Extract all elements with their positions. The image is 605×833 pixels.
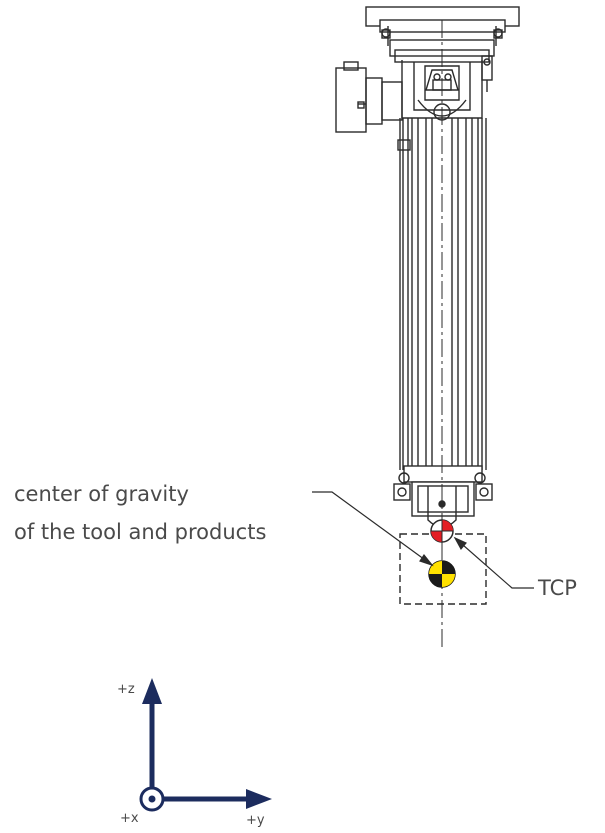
cog-leader-line xyxy=(312,491,434,567)
tcp-leader-line xyxy=(453,536,534,589)
z-axis-arrow xyxy=(142,678,162,704)
tcp-label: TCP xyxy=(538,576,577,600)
payload-outline xyxy=(399,533,487,605)
right-fitting xyxy=(481,55,493,92)
side-actuator xyxy=(335,61,403,133)
tcp-marker xyxy=(430,519,454,543)
cog-marker xyxy=(428,560,456,588)
z-axis-label: +z xyxy=(117,682,135,697)
x-axis-label: +x xyxy=(120,811,139,826)
y-axis-arrow xyxy=(246,789,272,809)
cog-label-line2: of the tool and products xyxy=(14,520,267,544)
cog-label-line1: center of gravity xyxy=(14,482,189,506)
guide-rods xyxy=(397,118,487,480)
y-axis-label: +y xyxy=(246,813,265,828)
coordinate-axes xyxy=(139,678,272,812)
lower-gripper xyxy=(393,465,493,528)
